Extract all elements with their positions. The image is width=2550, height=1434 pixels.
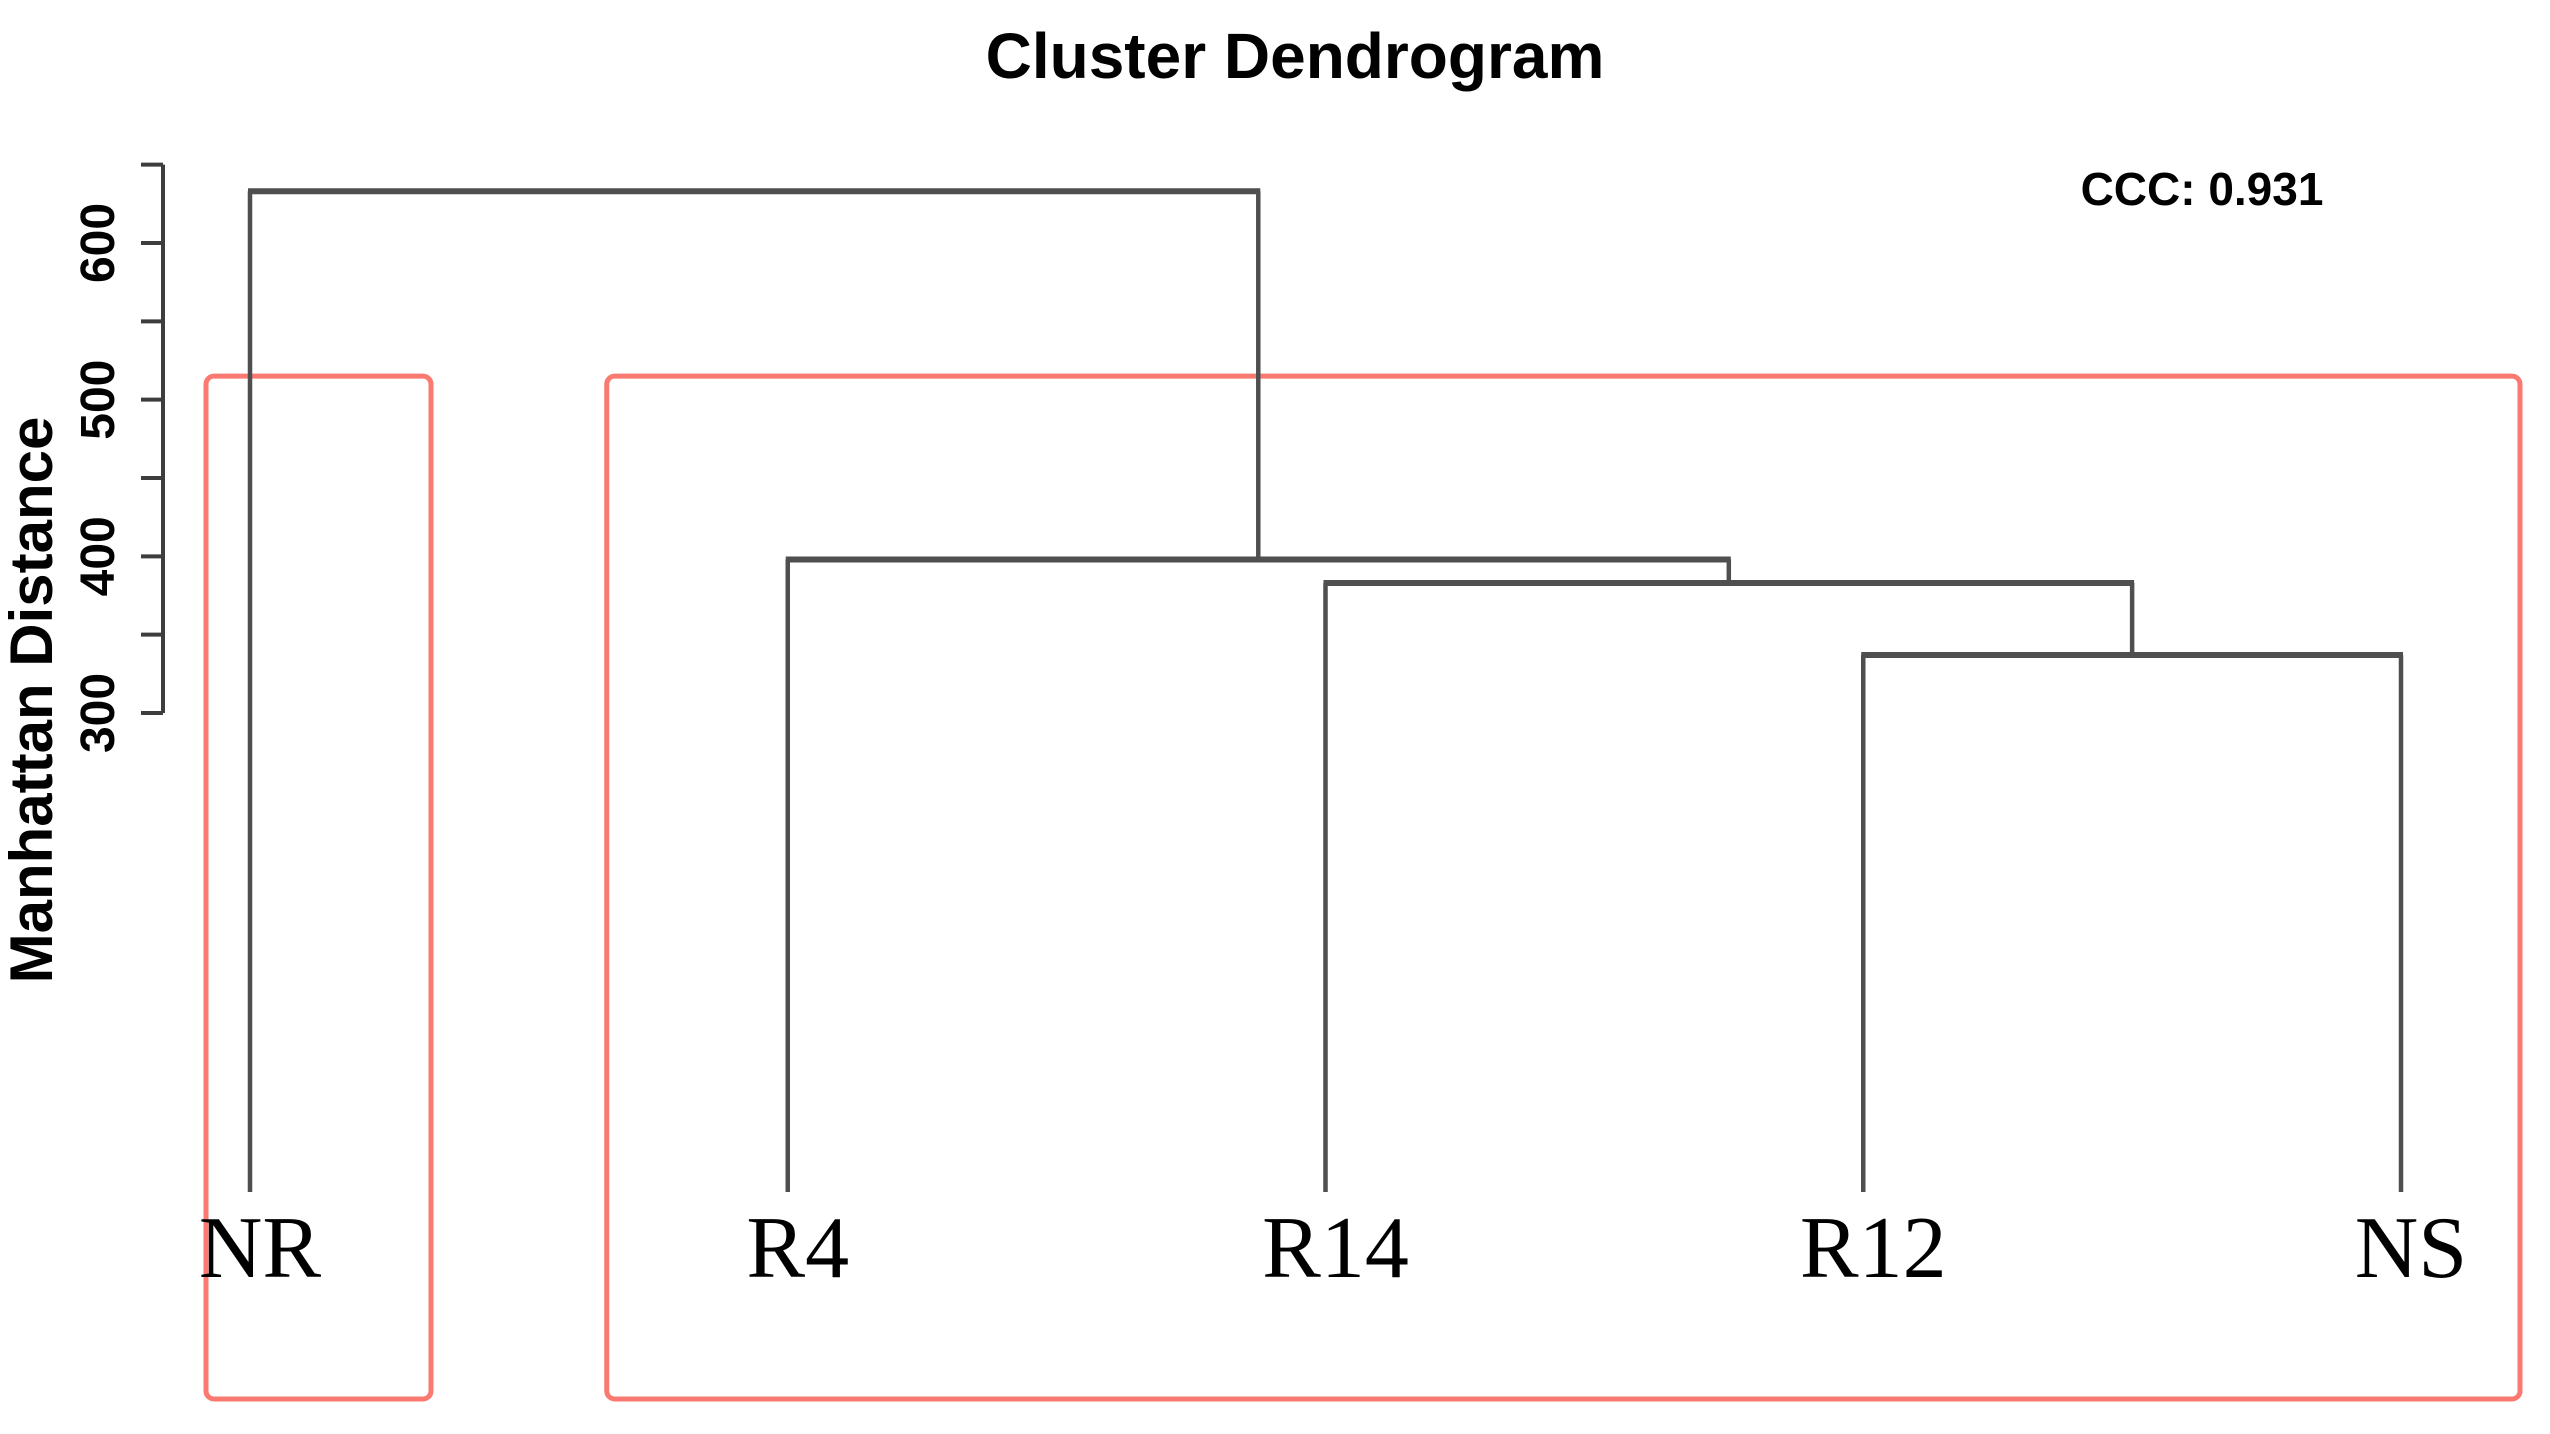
leaf-label-NS: NS <box>2355 1200 2468 1297</box>
leaf-label-R12: R12 <box>1800 1200 1947 1297</box>
y-axis-tick-label-500: 500 <box>72 360 125 440</box>
y-axis-ticks <box>141 162 165 715</box>
y-axis-tick-labels: 300 400 500 600 <box>72 203 125 753</box>
ccc-annotation: CCC: 0.931 <box>2081 163 2324 215</box>
chart-title: Cluster Dendrogram <box>986 20 1605 92</box>
y-axis-tick-label-300: 300 <box>72 673 125 753</box>
leaf-labels: NR R4 R14 R12 NS <box>199 1200 2467 1297</box>
leaf-label-R14: R14 <box>1262 1200 1409 1297</box>
cluster-boxes <box>203 373 2523 1402</box>
leaf-label-R4: R4 <box>746 1200 849 1297</box>
cluster-box-R4-R14-R12-NS <box>604 373 2523 1402</box>
y-axis-title: Manhattan Distance <box>0 417 65 984</box>
cluster-box-NR <box>203 373 434 1402</box>
y-axis: 300 400 500 600 <box>72 162 165 753</box>
y-axis-tick-label-600: 600 <box>72 203 125 283</box>
y-axis-tick-label-400: 400 <box>72 516 125 596</box>
dendrogram-links <box>247 188 2404 1192</box>
leaf-label-NR: NR <box>199 1200 322 1297</box>
